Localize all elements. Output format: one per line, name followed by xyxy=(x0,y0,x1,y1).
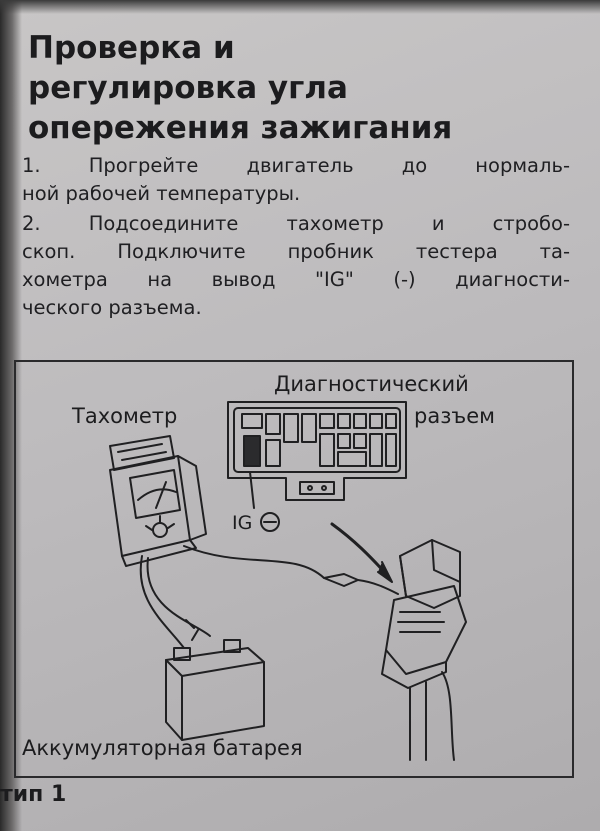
connector-label-line-1: Диагностический xyxy=(274,372,469,396)
tachometer-drawing xyxy=(109,435,207,567)
heading-line-3: опережения зажигания xyxy=(28,110,453,146)
tachometer-leads xyxy=(139,545,325,649)
step-2-line-1: 2. Подсоедините тахометр и стробо- xyxy=(22,212,570,235)
step-2-line-4: ческого разъема. xyxy=(22,296,202,319)
ig-minus-symbol xyxy=(249,471,280,532)
engine-connector-housing xyxy=(381,539,467,761)
step-2-line-3: хометра на вывод "IG" (-) диагности- xyxy=(22,268,570,291)
battery-drawing xyxy=(165,619,265,741)
pointer-arrow xyxy=(330,522,393,583)
section-heading: Проверка и регулировка угла опережения з… xyxy=(28,28,452,148)
step-2-line-2: скоп. Подключите пробник тестера та- xyxy=(22,240,570,263)
ig-terminal-label: IG xyxy=(232,512,253,534)
step-1-line-1: 1. Прогрейте двигатель до нормаль- xyxy=(22,154,570,177)
test-probe-clip xyxy=(323,573,399,595)
battery-label: Аккумуляторная батарея xyxy=(22,736,303,760)
instructions: 1. Прогрейте двигатель до нормаль- ной р… xyxy=(22,152,570,324)
page-top-shadow xyxy=(0,0,600,14)
heading-line-2: регулировка угла xyxy=(28,70,348,106)
diagnostic-connector-drawing xyxy=(227,401,407,501)
page-edge-shadow xyxy=(0,0,22,831)
step-2: 2. Подсоедините тахометр и стробо- скоп.… xyxy=(22,210,570,322)
heading-line-1: Проверка и xyxy=(28,30,235,66)
connector-label-line-2: разъем xyxy=(414,404,495,428)
tachometer-label: Тахометр xyxy=(72,404,178,428)
step-1-line-2: ной рабочей температуры. xyxy=(22,182,301,205)
wiring-diagram xyxy=(109,401,467,761)
step-1: 1. Прогрейте двигатель до нормаль- ной р… xyxy=(22,152,570,208)
footer-type-label: тип 1 xyxy=(0,782,67,807)
figure-frame xyxy=(14,360,574,778)
